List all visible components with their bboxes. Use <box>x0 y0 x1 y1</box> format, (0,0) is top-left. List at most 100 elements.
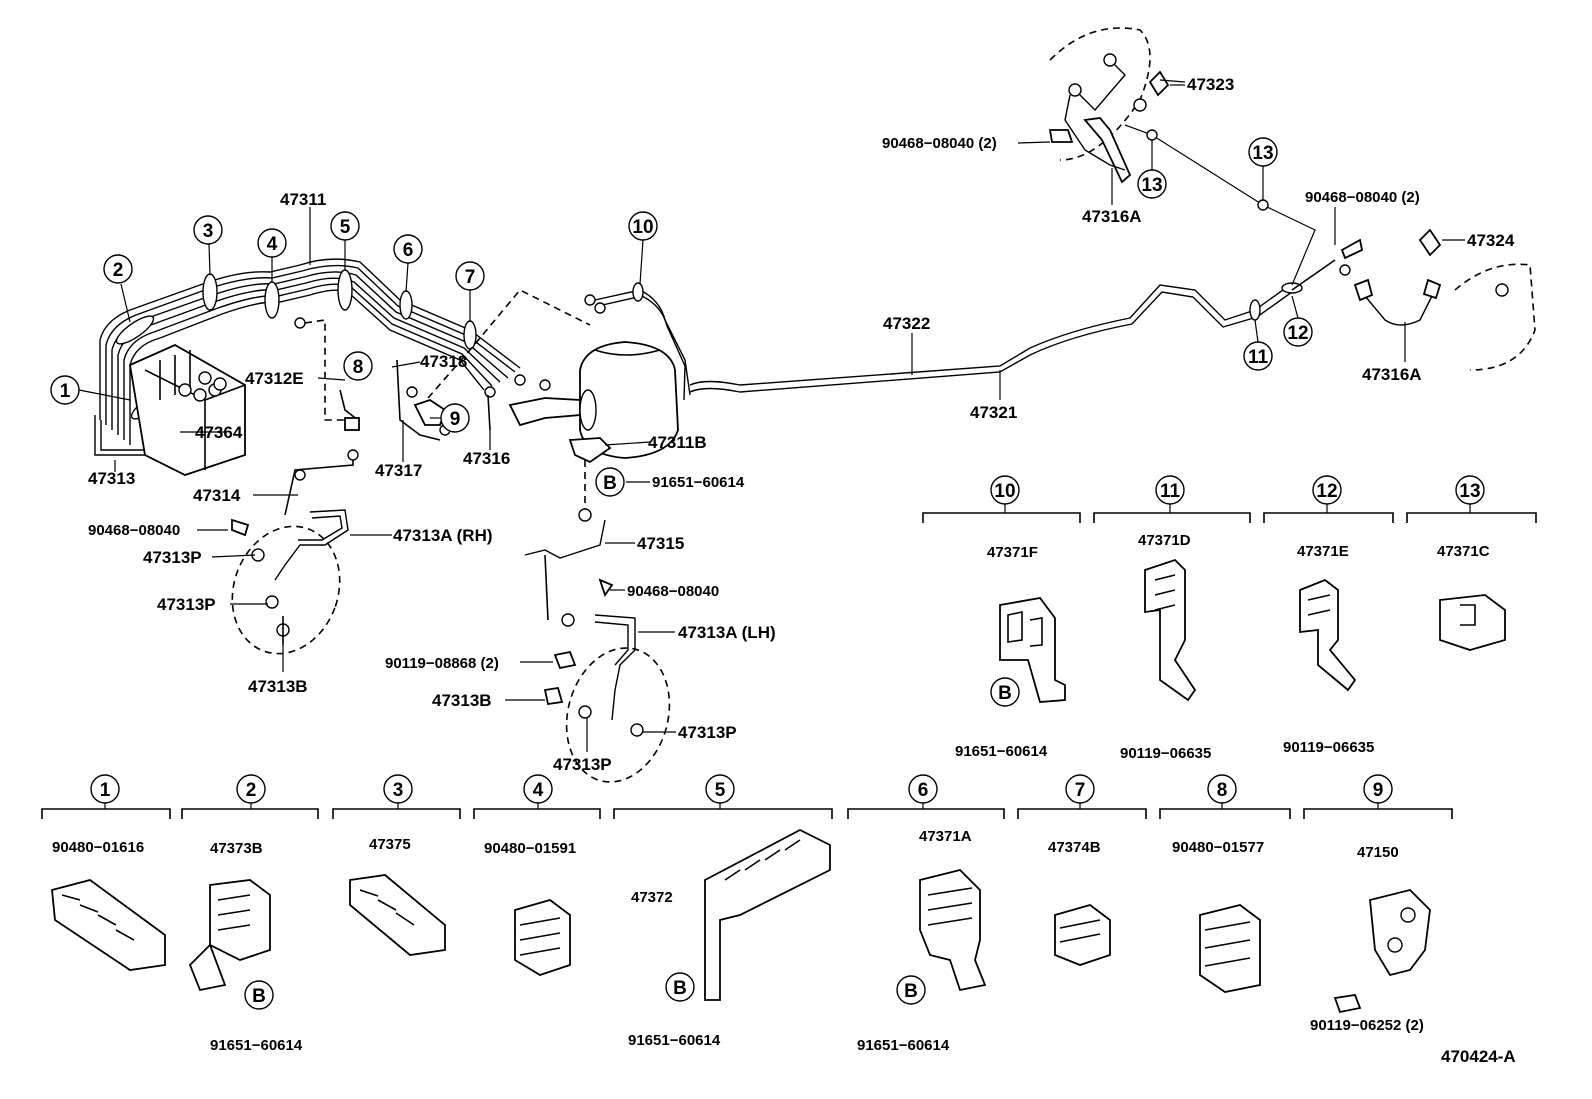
detail-callout-circle <box>705 774 735 804</box>
detail-bracket <box>1159 808 1291 819</box>
svg-text:3: 3 <box>203 221 214 242</box>
detail-b-circle <box>990 677 1020 707</box>
detail-bracket <box>922 512 1081 523</box>
detail-callout-circle <box>1312 475 1342 505</box>
detail-part-label: 47373B <box>210 840 263 857</box>
detail-callout-circle <box>1065 774 1095 804</box>
label-47313P-b: 47313P <box>157 595 216 614</box>
detail-callout-number: 12 <box>1316 481 1337 502</box>
svg-text:B: B <box>603 473 617 494</box>
detail-part-label: 90480−01591 <box>484 840 576 857</box>
detail-bracket <box>41 808 171 819</box>
label-47311: 47311 <box>280 190 326 209</box>
svg-text:11: 11 <box>1248 347 1269 368</box>
detail-bracket <box>1017 808 1147 819</box>
detail-bracket <box>613 808 833 819</box>
label-47322: 47322 <box>883 314 930 333</box>
rear-brake-line <box>584 124 1336 401</box>
detail-callout-circle <box>1155 475 1185 505</box>
detail-b-letter: B <box>252 986 266 1007</box>
label-47316A-right: 47316A <box>1362 365 1422 384</box>
detail-callout-circle <box>1207 774 1237 804</box>
label-47311B: 47311B <box>648 433 707 452</box>
detail-part-illustrations <box>51 558 1506 1014</box>
detail-part-label: 47374B <box>1048 839 1101 856</box>
rear-brake-upper <box>1048 27 1170 184</box>
callout-9: 9 <box>440 403 470 433</box>
detail-group-1: 1 90480−01616 <box>41 774 171 856</box>
label-90468-rh: 90468−08040 <box>88 522 180 539</box>
detail-bracket <box>1303 808 1453 819</box>
svg-text:13: 13 <box>1252 143 1273 164</box>
label-47313B-rh: 47313B <box>248 677 308 696</box>
detail-part-label: 47371A <box>919 828 972 845</box>
detail-part-label: 90480−01616 <box>52 839 144 856</box>
brake-booster <box>568 341 679 510</box>
rear-brake-lower <box>1339 228 1536 371</box>
abs-actuator <box>128 343 246 476</box>
detail-b-circle <box>244 980 274 1010</box>
detail-callout-number: 2 <box>246 780 257 801</box>
label-47321: 47321 <box>970 403 1017 422</box>
detail-group-4: 4 90480−01591 <box>473 774 601 857</box>
detail-bracket <box>847 808 1005 819</box>
front-tubes <box>284 289 591 516</box>
label-90468-r2: 90468−08040 (2) <box>1305 189 1420 206</box>
callout-5: 5 <box>330 211 360 241</box>
detail-callout-number: 1 <box>100 780 111 801</box>
detail-part-label: 47372 <box>631 889 673 906</box>
detail-bracket <box>1263 512 1394 523</box>
label-47313P-d: 47313P <box>553 755 612 774</box>
callout-13-b: 13 <box>1137 169 1167 199</box>
detail-callout-number: 13 <box>1459 481 1480 502</box>
detail-extra-label: 91651−60614 <box>857 1037 950 1054</box>
detail-extra-label: 91651−60614 <box>210 1037 303 1054</box>
detail-callout-circle <box>1363 774 1393 804</box>
drawing-number: 470424-A <box>1441 1047 1516 1066</box>
callout-3: 3 <box>193 215 223 245</box>
detail-extra-label: 90119−06635 <box>1120 745 1211 762</box>
detail-b-circle <box>896 975 926 1005</box>
detail-groups-top: 1047371F91651−60614B1147371D90119−066351… <box>922 475 1537 762</box>
label-91651-top: 91651−60614 <box>652 474 745 491</box>
label-47324: 47324 <box>1467 231 1515 250</box>
label-90468-r1: 90468−08040 (2) <box>882 135 997 152</box>
leader-lines <box>78 79 1465 752</box>
detail-callout-number: 6 <box>918 780 929 801</box>
detail-b-letter: B <box>673 978 687 999</box>
detail-group-2: 2 47373B 91651−60614 B <box>181 774 319 1054</box>
detail-part-label: 47371D <box>1138 532 1191 549</box>
detail-part-label: 47371E <box>1297 543 1349 560</box>
label-47323: 47323 <box>1187 75 1234 94</box>
label-47314: 47314 <box>193 486 241 505</box>
front-brake-rh <box>231 509 349 655</box>
detail-extra-label: 90119−06252 (2) <box>1310 1017 1424 1034</box>
callout-8: 8 <box>343 351 373 381</box>
detail-b-letter: B <box>998 683 1012 704</box>
svg-text:6: 6 <box>403 240 414 261</box>
detail-callout-circle <box>990 475 1020 505</box>
svg-text:5: 5 <box>340 217 351 238</box>
detail-b-circle <box>665 972 695 1002</box>
label-47317: 47317 <box>375 461 422 480</box>
label-47313A-rh: 47313A (RH) <box>393 526 493 545</box>
detail-callout-number: 3 <box>393 780 404 801</box>
detail-callout-number: 4 <box>533 780 544 801</box>
callout-b: B <box>595 467 625 497</box>
detail-part-label: 90480−01577 <box>1172 839 1264 856</box>
main-part-labels: 47311 47312E 47318 47364 47313 47317 473… <box>88 75 1515 774</box>
svg-text:12: 12 <box>1287 323 1308 344</box>
label-47313A-lh: 47313A (LH) <box>678 623 776 642</box>
label-47313: 47313 <box>88 469 135 488</box>
callout-6: 6 <box>393 234 423 264</box>
detail-callout-circle <box>1455 475 1485 505</box>
